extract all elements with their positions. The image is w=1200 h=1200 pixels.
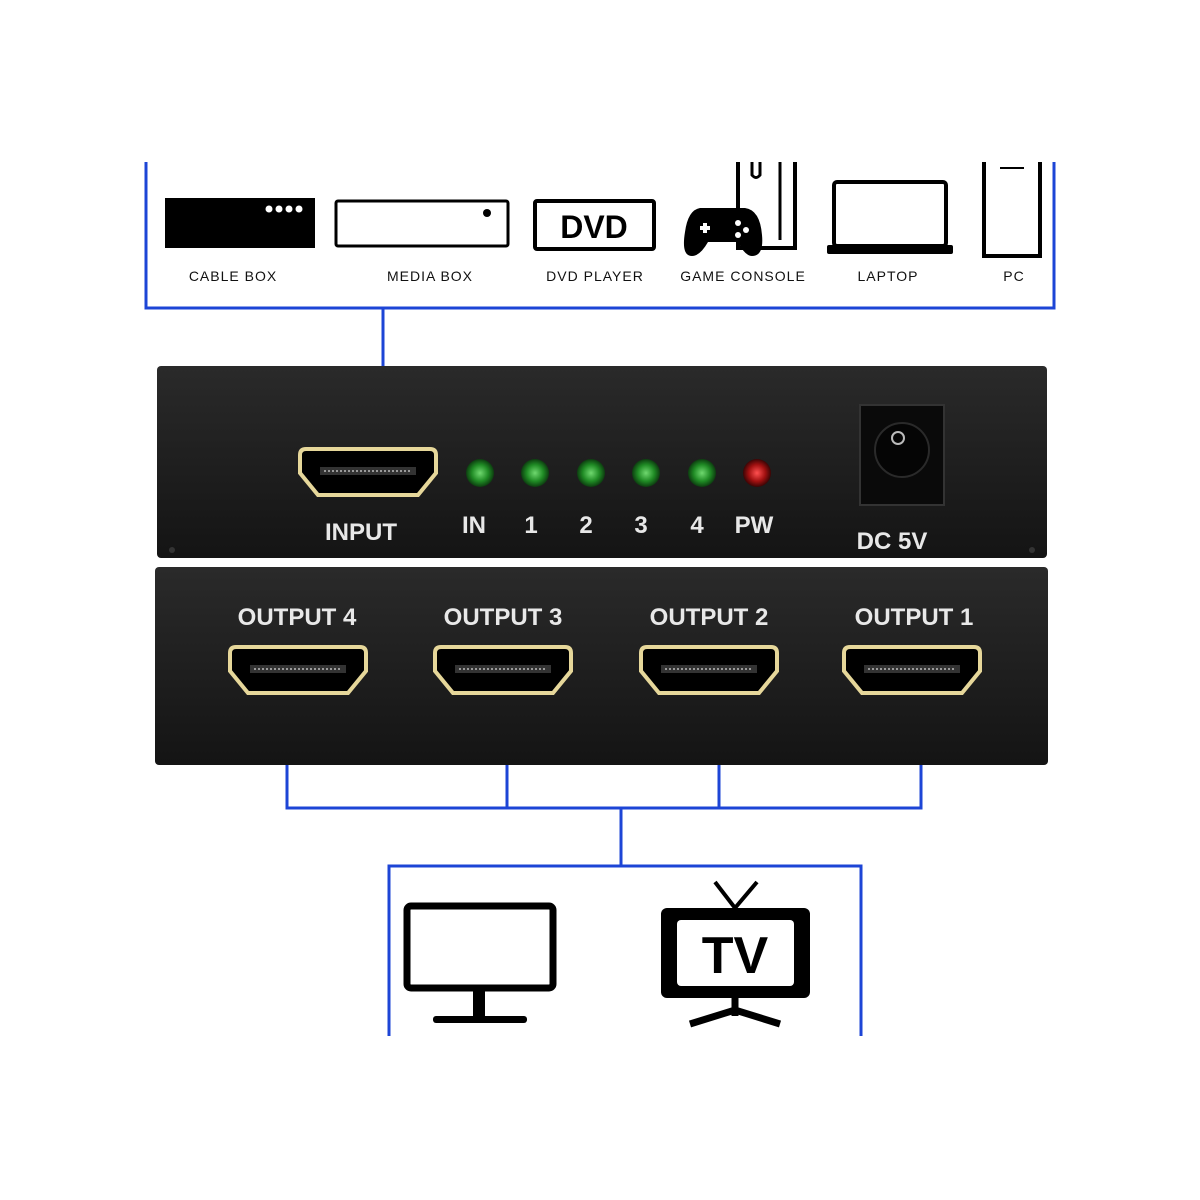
label-game-console: GAME CONSOLE — [680, 268, 806, 284]
media-box-icon — [334, 199, 510, 248]
hdmi-output-3-port[interactable] — [433, 645, 573, 695]
label-dvd-player: DVD PLAYER — [546, 268, 644, 284]
led-3: 3 — [632, 459, 660, 539]
output-4-label: OUTPUT 4 — [238, 604, 357, 631]
monitor-icon — [403, 902, 557, 1023]
output-3-label: OUTPUT 3 — [444, 604, 563, 631]
led-label: 2 — [579, 512, 592, 539]
led-label: 1 — [524, 512, 537, 539]
output-1-label: OUTPUT 1 — [855, 604, 974, 631]
label-pc: PC — [1003, 268, 1024, 284]
svg-text:TV: TV — [702, 927, 769, 985]
hdmi-output-1-port[interactable] — [842, 645, 982, 695]
game-console-icon — [683, 162, 797, 256]
cable-box-icon — [165, 198, 315, 248]
label-media-box: MEDIA BOX — [387, 268, 473, 284]
tv-icon: TV — [661, 880, 810, 1028]
dc-power-jack[interactable] — [859, 404, 945, 506]
led-label: PW — [735, 512, 774, 539]
splitter-back-panel: OUTPUT 4 OUTPUT 3 OUTPUT 2 OUTPUT 1 — [155, 567, 1048, 765]
hdmi-output-2-port[interactable] — [639, 645, 779, 695]
led-label: 3 — [634, 512, 647, 539]
led-4: 4 — [688, 459, 716, 539]
led-label: IN — [462, 512, 486, 539]
laptop-icon — [827, 180, 953, 254]
label-cable-box: CABLE BOX — [189, 268, 277, 284]
splitter-front-panel: INPUT IN 1 2 3 4 PW DC 5V — [157, 366, 1047, 558]
led-1: 1 — [521, 459, 549, 539]
led-in: IN — [462, 459, 494, 539]
displays-bracket — [387, 864, 863, 1036]
source-labels: CABLE BOX MEDIA BOX DVD PLAYER GAME CONS… — [189, 268, 1024, 284]
led-power: PW — [735, 459, 774, 539]
power-label: DC 5V — [857, 528, 928, 555]
sources-bracket — [144, 162, 1056, 310]
pc-icon — [982, 162, 1042, 258]
connection-lines — [144, 162, 1056, 1036]
input-label: INPUT — [325, 519, 397, 546]
outputs-bracket — [285, 765, 923, 810]
led-label: 4 — [690, 512, 704, 539]
label-laptop: LAPTOP — [858, 268, 919, 284]
dvd-player-icon: DVD — [533, 199, 656, 251]
svg-text:DVD: DVD — [560, 209, 628, 245]
output-2-label: OUTPUT 2 — [650, 604, 769, 631]
hdmi-input-port[interactable] — [298, 447, 438, 497]
led-2: 2 — [577, 459, 605, 539]
hdmi-output-4-port[interactable] — [228, 645, 368, 695]
